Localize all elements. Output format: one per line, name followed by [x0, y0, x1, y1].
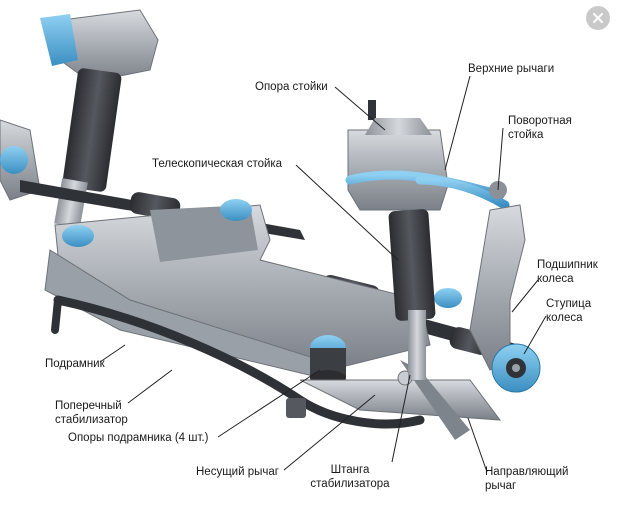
label-wheel-hub-line1: Ступица	[546, 298, 592, 310]
label-anti-roll-bar-line2: стабилизатор	[55, 414, 128, 426]
label-anti-roll-bar-line1: Поперечный	[55, 400, 122, 412]
label-guide-arm-line1: Направляющий	[485, 466, 569, 478]
label-strut-mount: Опора стойки	[255, 81, 328, 93]
label-subframe-mounts: Опоры подрамника (4 шт.)	[68, 432, 209, 444]
subframe	[44, 199, 462, 386]
label-stabilizer-link: Штанга стабилизатора	[305, 463, 395, 491]
label-steering-knuckle-line2: стойка	[508, 129, 544, 141]
leader-lines	[99, 75, 547, 473]
close-button[interactable]	[586, 6, 610, 30]
label-wheel-hub-line2: колеса	[546, 312, 583, 324]
label-upper-arms: Верхние рычаги	[468, 63, 555, 75]
label-wheel-bearing: Подшипник колеса	[537, 258, 598, 286]
label-wheel-bearing-line1: Подшипник	[537, 259, 598, 271]
close-icon	[593, 13, 603, 23]
upper-wishbones	[345, 170, 510, 210]
label-guide-arm-line2: рычаг	[485, 480, 517, 492]
label-wheel-hub: Ступица колеса	[546, 297, 591, 325]
label-telescopic-strut: Телескопическая стойка	[152, 158, 283, 170]
left-strut	[0, 9, 159, 228]
label-wheel-bearing-line2: колеса	[537, 273, 574, 285]
wheel-hub	[491, 343, 541, 393]
label-load-arm: Несущий рычаг	[196, 466, 279, 478]
label-anti-roll-bar: Поперечный стабилизатор	[55, 399, 128, 427]
label-steering-knuckle: Поворотная стойка	[508, 114, 572, 142]
label-steering-knuckle-line1: Поворотная	[508, 115, 572, 127]
label-guide-arm: Направляющий рычаг	[485, 465, 568, 493]
label-subframe: Подрамник	[45, 358, 105, 370]
anti-roll-bar	[51, 295, 425, 429]
label-stabilizer-link-line1: Штанга	[330, 464, 370, 476]
label-stabilizer-link-line2: стабилизатора	[310, 478, 390, 490]
right-strut	[347, 100, 449, 380]
